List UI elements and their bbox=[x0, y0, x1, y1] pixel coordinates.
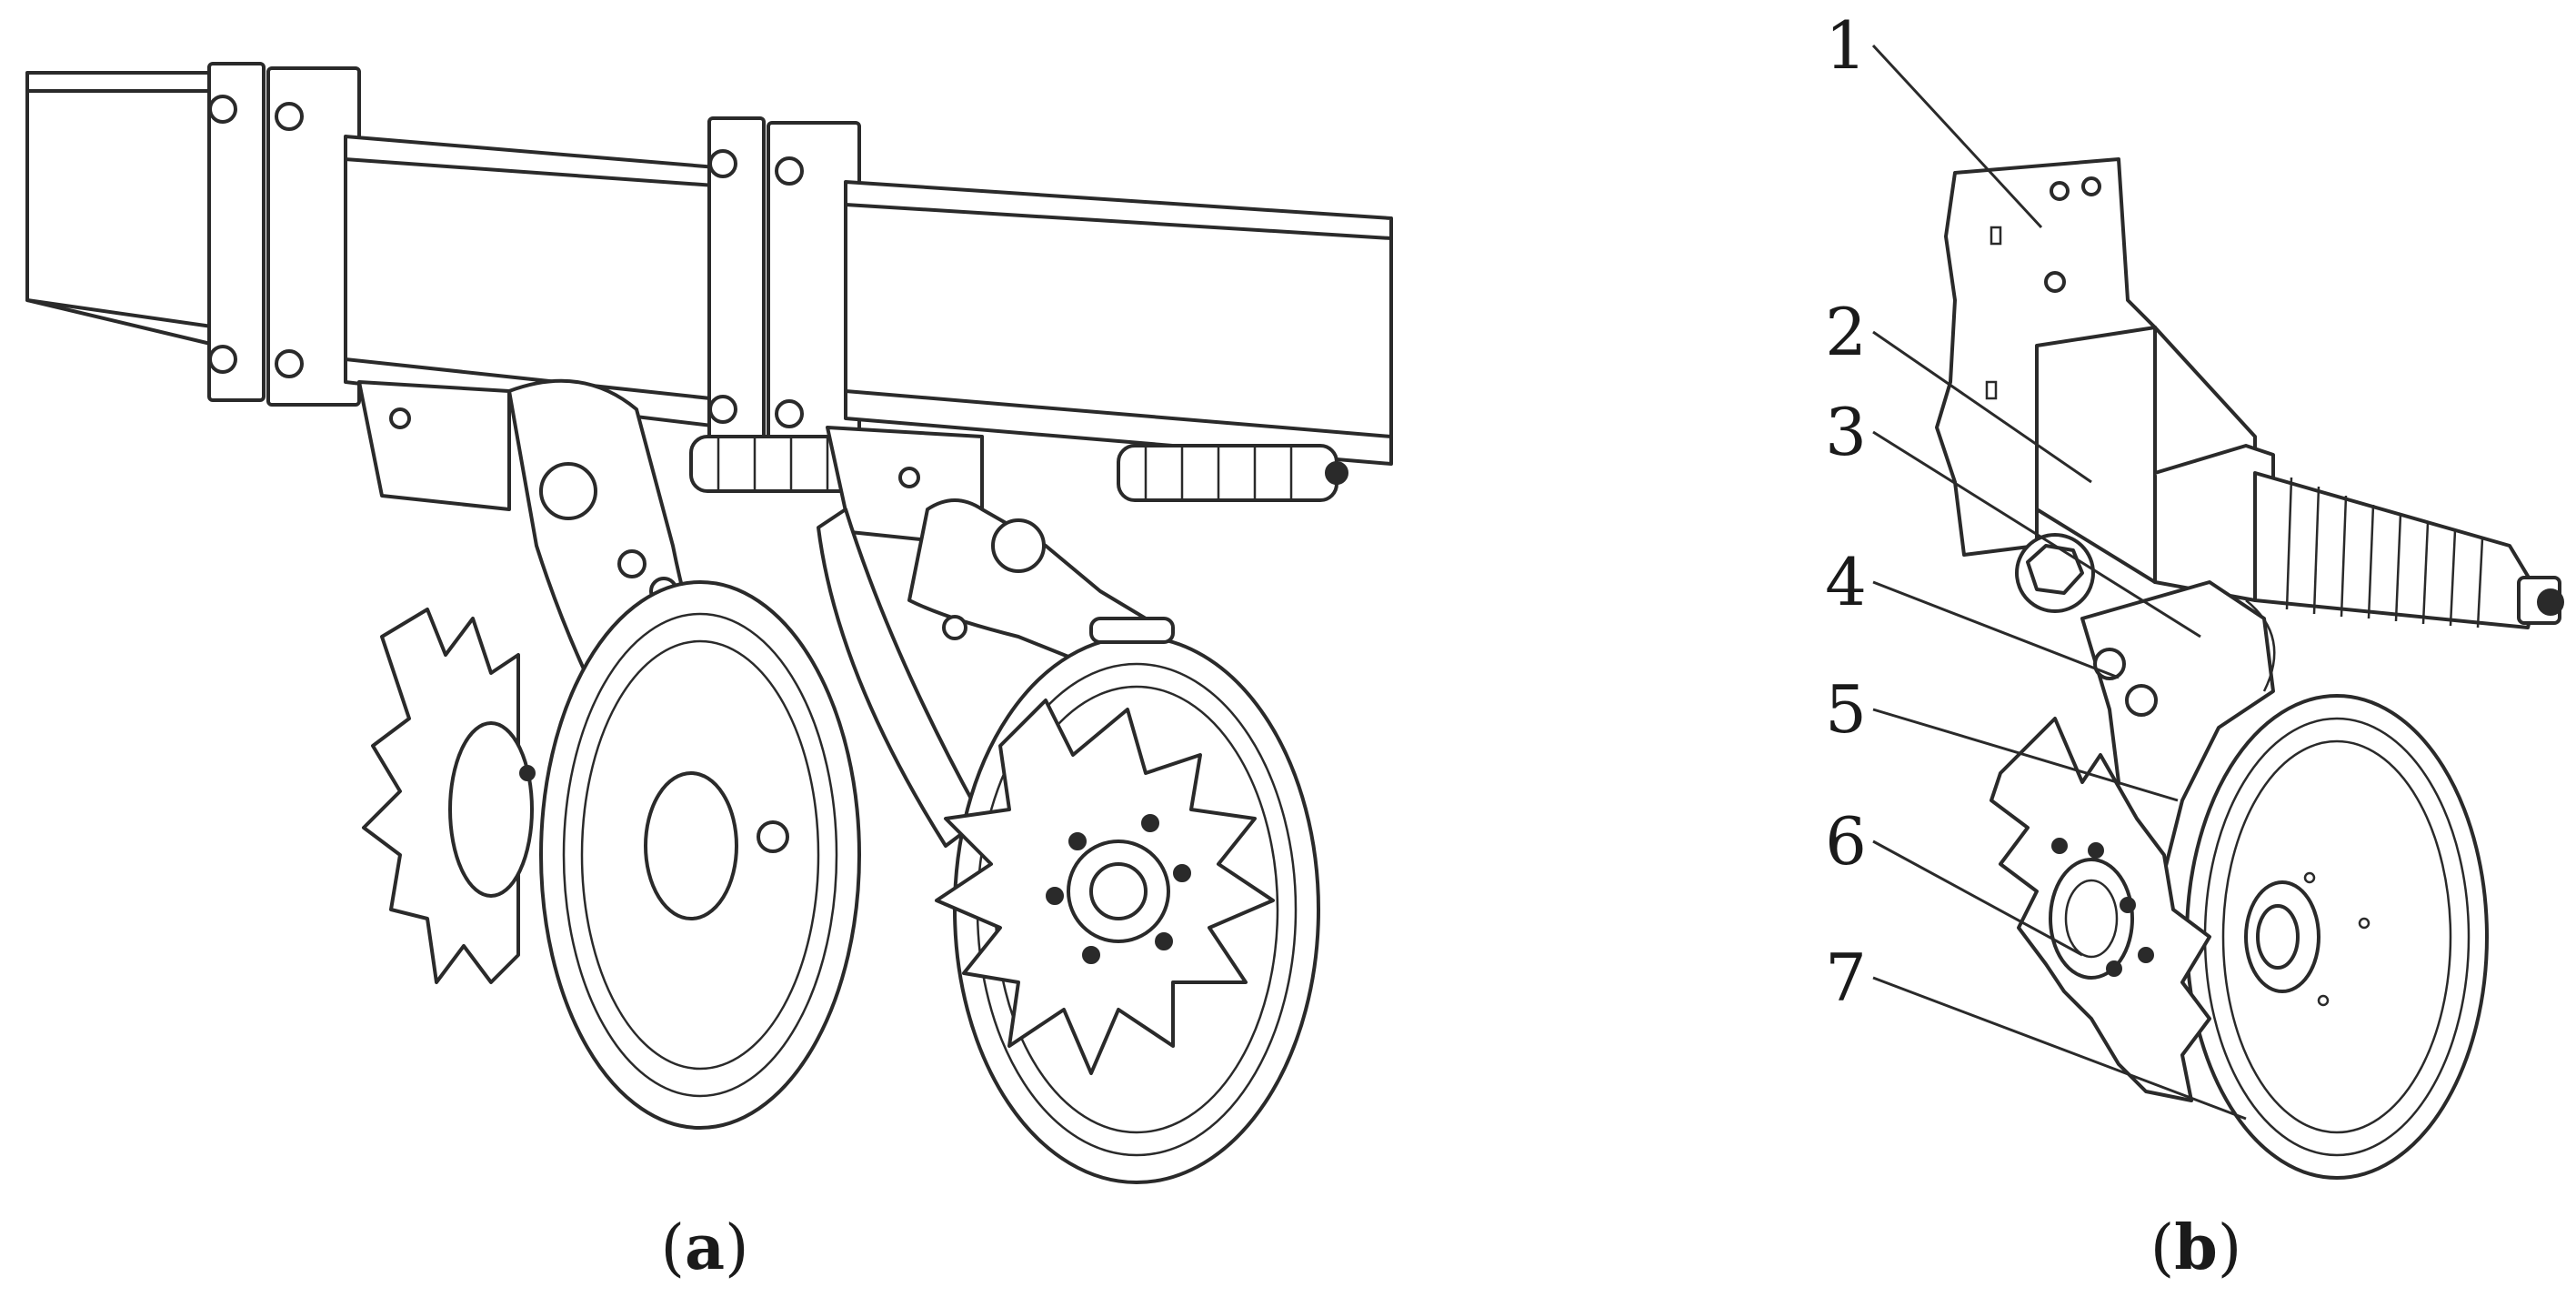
callout-numbers: 1 2 3 4 5 6 7 bbox=[1825, 7, 1867, 1016]
front-star-wheel bbox=[935, 617, 1275, 1075]
pivot-bolt bbox=[2015, 533, 2095, 613]
press-disc bbox=[2185, 694, 2489, 1180]
caption-a-open: ( bbox=[660, 1212, 685, 1284]
frame-beam-left bbox=[25, 71, 220, 347]
rear-press-disc bbox=[539, 580, 861, 1130]
compression-spring bbox=[2253, 471, 2564, 629]
caption-panel-a: (a) bbox=[660, 1212, 748, 1284]
callout-3: 3 bbox=[1825, 394, 1867, 470]
rear-star-wheel bbox=[362, 608, 536, 984]
callout-6: 6 bbox=[1825, 803, 1867, 880]
bracket-tube bbox=[2035, 326, 2275, 602]
beam-clamp-left bbox=[207, 62, 361, 407]
swing-arm bbox=[2080, 580, 2276, 875]
caption-a-close: ) bbox=[725, 1212, 749, 1284]
frame-beam-right bbox=[844, 180, 1393, 466]
front-unit-arm bbox=[817, 498, 1148, 848]
caption-a-letter: a bbox=[685, 1212, 725, 1284]
caption-b-letter: b bbox=[2174, 1212, 2218, 1284]
callout-5: 5 bbox=[1825, 671, 1867, 748]
caption-panel-b: (b) bbox=[2150, 1212, 2242, 1284]
callout-2: 2 bbox=[1825, 294, 1867, 370]
callout-leaders bbox=[1871, 44, 2247, 1121]
front-unit-bracket bbox=[826, 426, 1348, 548]
callout-4: 4 bbox=[1825, 544, 1867, 620]
caption-b-close: ) bbox=[2218, 1212, 2242, 1284]
panel-b-drawing: 1 2 3 4 5 6 7 bbox=[1825, 7, 2564, 1180]
callout-1: 1 bbox=[1825, 7, 1867, 84]
caption-b-open: ( bbox=[2150, 1212, 2175, 1284]
panel-a-drawing bbox=[25, 62, 1393, 1184]
callout-7: 7 bbox=[1825, 940, 1867, 1016]
beam-clamp-right bbox=[707, 116, 861, 461]
